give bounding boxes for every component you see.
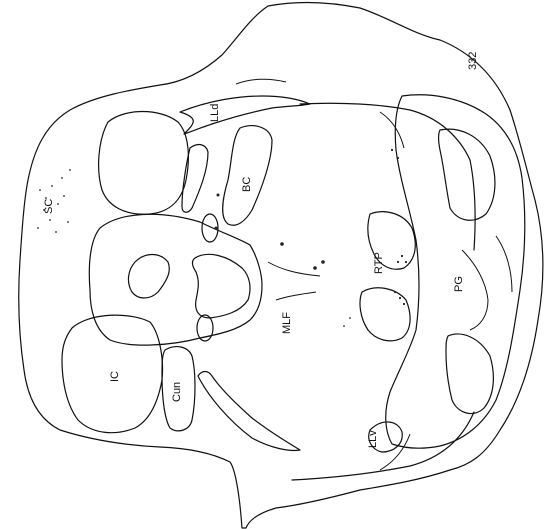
- mlf-tract: [268, 262, 320, 276]
- pg-internal-fold: [462, 250, 488, 330]
- label-sc: SC: [43, 199, 55, 214]
- lld-outer-arc: [236, 79, 286, 84]
- label-section-number: 332: [467, 52, 479, 70]
- stipple-central: [215, 194, 325, 270]
- stipple-rtp: [343, 149, 407, 327]
- aqueduct-right: [192, 254, 250, 318]
- label-lld: LLd: [209, 104, 221, 122]
- pg-internal-lobe-upper: [439, 129, 495, 220]
- tract-right-edge: [380, 112, 404, 148]
- rtp-nucleus-lower: [360, 288, 410, 341]
- pg-internal-fold-2: [496, 236, 512, 292]
- sc-nucleus-right-bc: [223, 126, 272, 226]
- label-rtp: RTP: [373, 252, 385, 274]
- llv-fiber-tract: [198, 372, 300, 451]
- lld-fiber-tract: [180, 96, 310, 134]
- sc-nucleus-left: [99, 112, 189, 215]
- label-cun: Cun: [171, 382, 183, 402]
- mlf-tract-lower: [276, 292, 316, 300]
- central-gray-outline: [89, 214, 262, 345]
- aqueduct-left: [128, 255, 169, 299]
- label-mlf: MLF: [281, 312, 293, 334]
- label-bc: BC: [241, 177, 253, 192]
- label-llv: LLv: [367, 430, 379, 448]
- label-pg: PG: [453, 276, 465, 292]
- label-ic: IC: [109, 371, 121, 382]
- pg-outline: [386, 95, 525, 448]
- pg-internal-lobe-lower: [446, 334, 493, 414]
- pontine-band-upper: [300, 103, 475, 250]
